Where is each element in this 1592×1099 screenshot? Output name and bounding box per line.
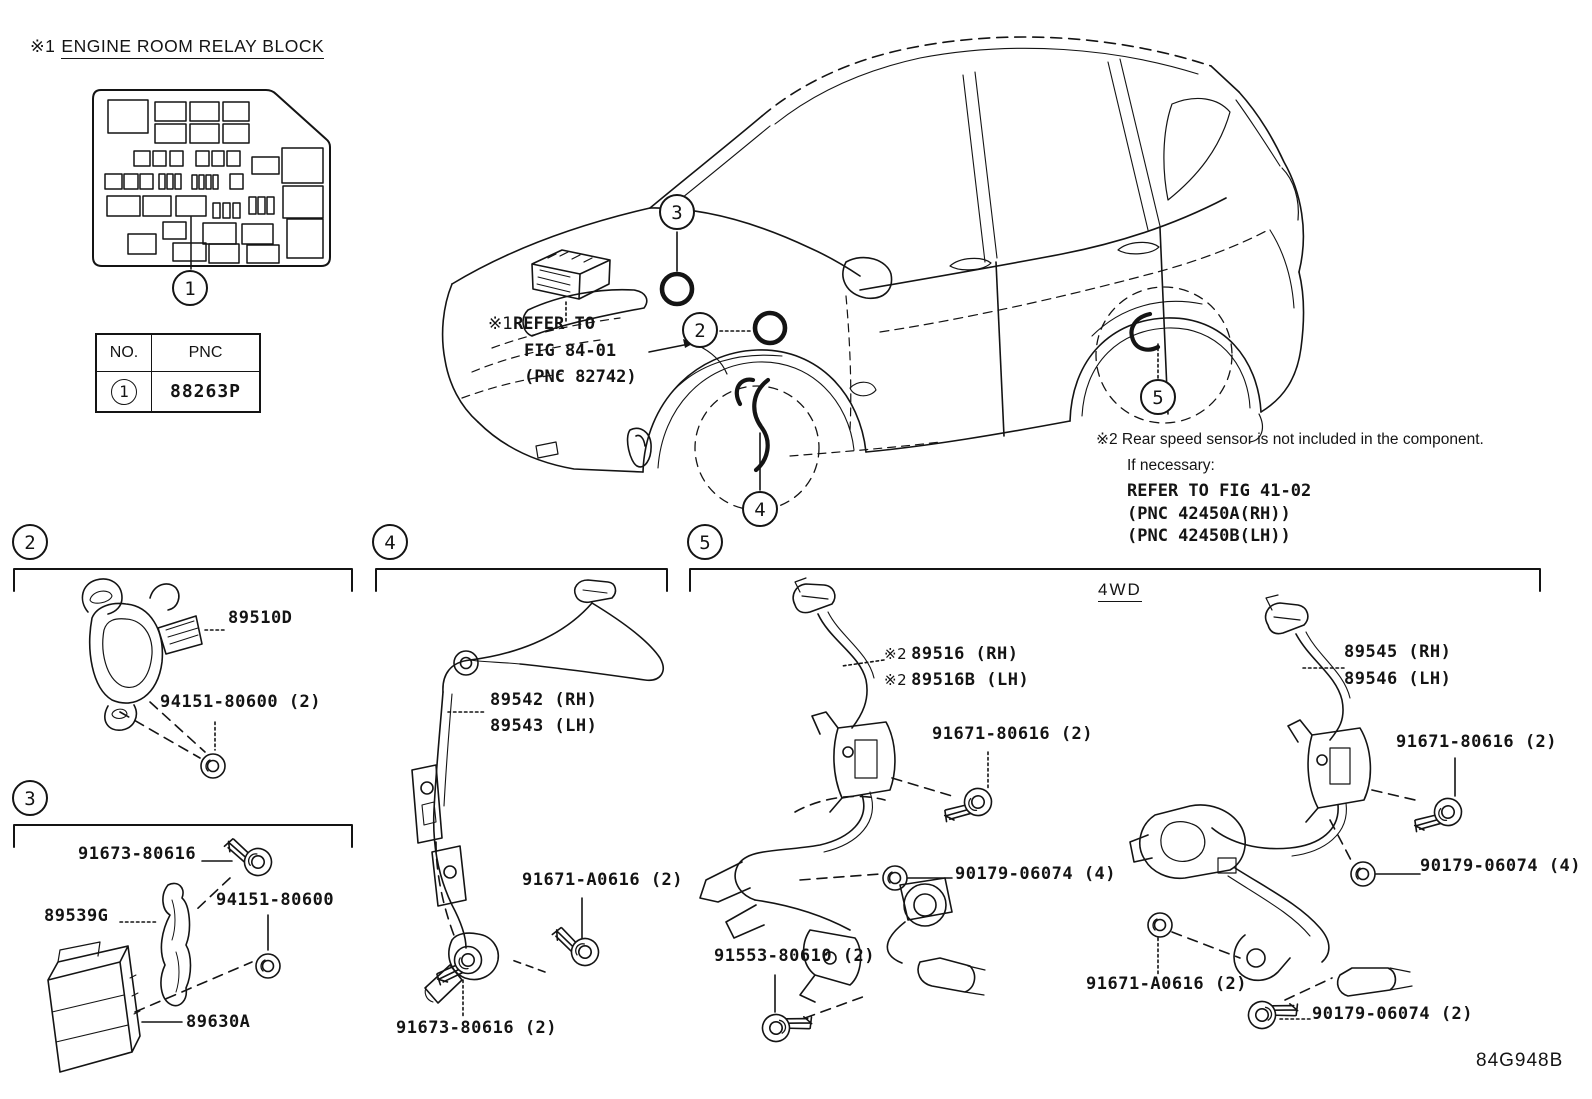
grommet-ring-3 <box>659 271 695 307</box>
relay-block-drawing <box>92 89 331 270</box>
label-89543-lh: 89543 (LH) <box>490 716 598 736</box>
rear-note-line3: REFER TO FIG 41-02 <box>1127 481 1312 501</box>
car-illustration <box>441 36 1305 511</box>
part-89545-drawing <box>1129 594 1468 1034</box>
note1-marker: ※1 <box>30 36 56 56</box>
nut-94151-80600 <box>200 753 226 779</box>
callout-1: 1 <box>172 270 208 306</box>
label-89539G: 89539G <box>44 906 109 926</box>
bolt-91553-80610 <box>757 1001 817 1047</box>
pnc-table: NO. PNC 1 88263P <box>95 333 261 413</box>
relay-note-line2: FIG 84-01 <box>524 341 617 361</box>
section-2-marker: 2 <box>12 524 48 560</box>
label-91671-A0616-2: 91671-A0616 (2) <box>522 870 684 890</box>
hood-relay-box <box>531 249 611 323</box>
label-91673-80616-2: 91673-80616 (2) <box>396 1018 558 1038</box>
rear-note-line1: ※2 Rear speed sensor is not included in … <box>1096 431 1484 448</box>
part-89510D-drawing <box>81 578 227 779</box>
label-89546-lh: 89546 (LH) <box>1344 669 1452 689</box>
relay-note-line3: (PNC 82742) <box>524 367 637 387</box>
rear-note-line5: (PNC 42450B(LH)) <box>1127 526 1291 546</box>
front-door-handle <box>949 257 992 271</box>
section-4-bracket <box>375 568 668 592</box>
section-3-marker: 3 <box>12 780 48 816</box>
callout-3-car: 3 <box>659 194 695 230</box>
bolt-91673-80616-2 <box>431 940 488 997</box>
label-91671-80616-2-left: 91671-80616 (2) <box>932 724 1094 744</box>
bolt-91671-80616-left <box>939 782 998 836</box>
callout-5-car: 5 <box>1140 379 1176 415</box>
label-91673-80616: 91673-80616 <box>78 844 197 864</box>
label-89545-rh: 89545 (RH) <box>1344 642 1452 662</box>
bracket <box>833 721 896 799</box>
drive-type-label: 4WD <box>1098 580 1142 602</box>
nut-94151-80600-2 <box>255 953 281 979</box>
rear-door-handle <box>1117 241 1160 255</box>
part-89516-drawing <box>699 577 998 1047</box>
label-91553-80610-2: 91553-80610 (2) <box>714 946 876 966</box>
taillight <box>1281 167 1299 221</box>
callout-2-car: 2 <box>682 312 718 348</box>
callout-4-car: 4 <box>742 491 778 527</box>
label-94151-80600-2: 94151-80600 (2) <box>160 692 322 712</box>
section-3-bracket <box>13 824 353 848</box>
bolt-91673-80616 <box>217 834 277 881</box>
side-mirror <box>842 256 893 299</box>
front-sensor-wire-mark <box>752 377 771 473</box>
rear-note-line4: (PNC 42450A(RH)) <box>1127 504 1291 524</box>
pnc-table-col-pnc: PNC <box>188 344 223 361</box>
pnc-value: 88263P <box>169 381 242 402</box>
bolt-91671-A0616-2 <box>544 923 604 971</box>
label-90179-06074-4-left: 90179-06074 (4) <box>955 864 1117 884</box>
pnc-row-callout: 1 <box>111 378 137 405</box>
part-89630A-drawing <box>47 834 281 1073</box>
ecu-box <box>47 945 141 1073</box>
sensor-tip <box>1336 967 1397 997</box>
connector <box>573 579 617 604</box>
sensor-head <box>1139 804 1246 880</box>
label-91671-80616-2-right: 91671-80616 (2) <box>1396 732 1558 752</box>
label-89630A: 89630A <box>186 1012 251 1032</box>
label-91671-A0616-2-right: 91671-A0616 (2) <box>1086 974 1248 994</box>
relay-note-line1: ※1REFER TO <box>488 314 595 334</box>
section-5-bracket <box>689 568 1541 592</box>
label-90179-06074-2: 90179-06074 (2) <box>1312 1004 1474 1024</box>
section-2-bracket <box>13 568 353 592</box>
part-89542-drawing <box>411 579 664 1017</box>
pnc-table-col-no: NO. <box>97 335 152 371</box>
bracket-89539G <box>160 882 192 1007</box>
label-94151-80600: 94151-80600 <box>216 890 335 910</box>
sensor-tip <box>917 957 976 993</box>
connector <box>792 583 836 614</box>
section-5-marker: 5 <box>687 524 723 560</box>
label-89542-rh: 89542 (RH) <box>490 690 598 710</box>
diagram-code: 84G948B <box>1476 1050 1564 1071</box>
bolt-91671-80616-right <box>1409 792 1468 846</box>
nut-90179-06074-right <box>1350 861 1376 887</box>
grommet-ring-2 <box>752 310 788 346</box>
bracket <box>1307 727 1372 809</box>
turn-signal <box>626 427 652 468</box>
section-4-marker: 4 <box>372 524 408 560</box>
nut-90179-06074-left <box>882 865 908 891</box>
section-brackets <box>13 568 1541 848</box>
rear-note-line2: If necessary: <box>1127 457 1215 474</box>
nut-91671-A0616-right <box>1147 912 1173 938</box>
connector <box>1264 602 1309 635</box>
label-89510D: 89510D <box>228 608 293 628</box>
rear-sensor-wire-mark <box>1129 311 1161 352</box>
label-90179-06074-4-right: 90179-06074 (4) <box>1420 856 1582 876</box>
